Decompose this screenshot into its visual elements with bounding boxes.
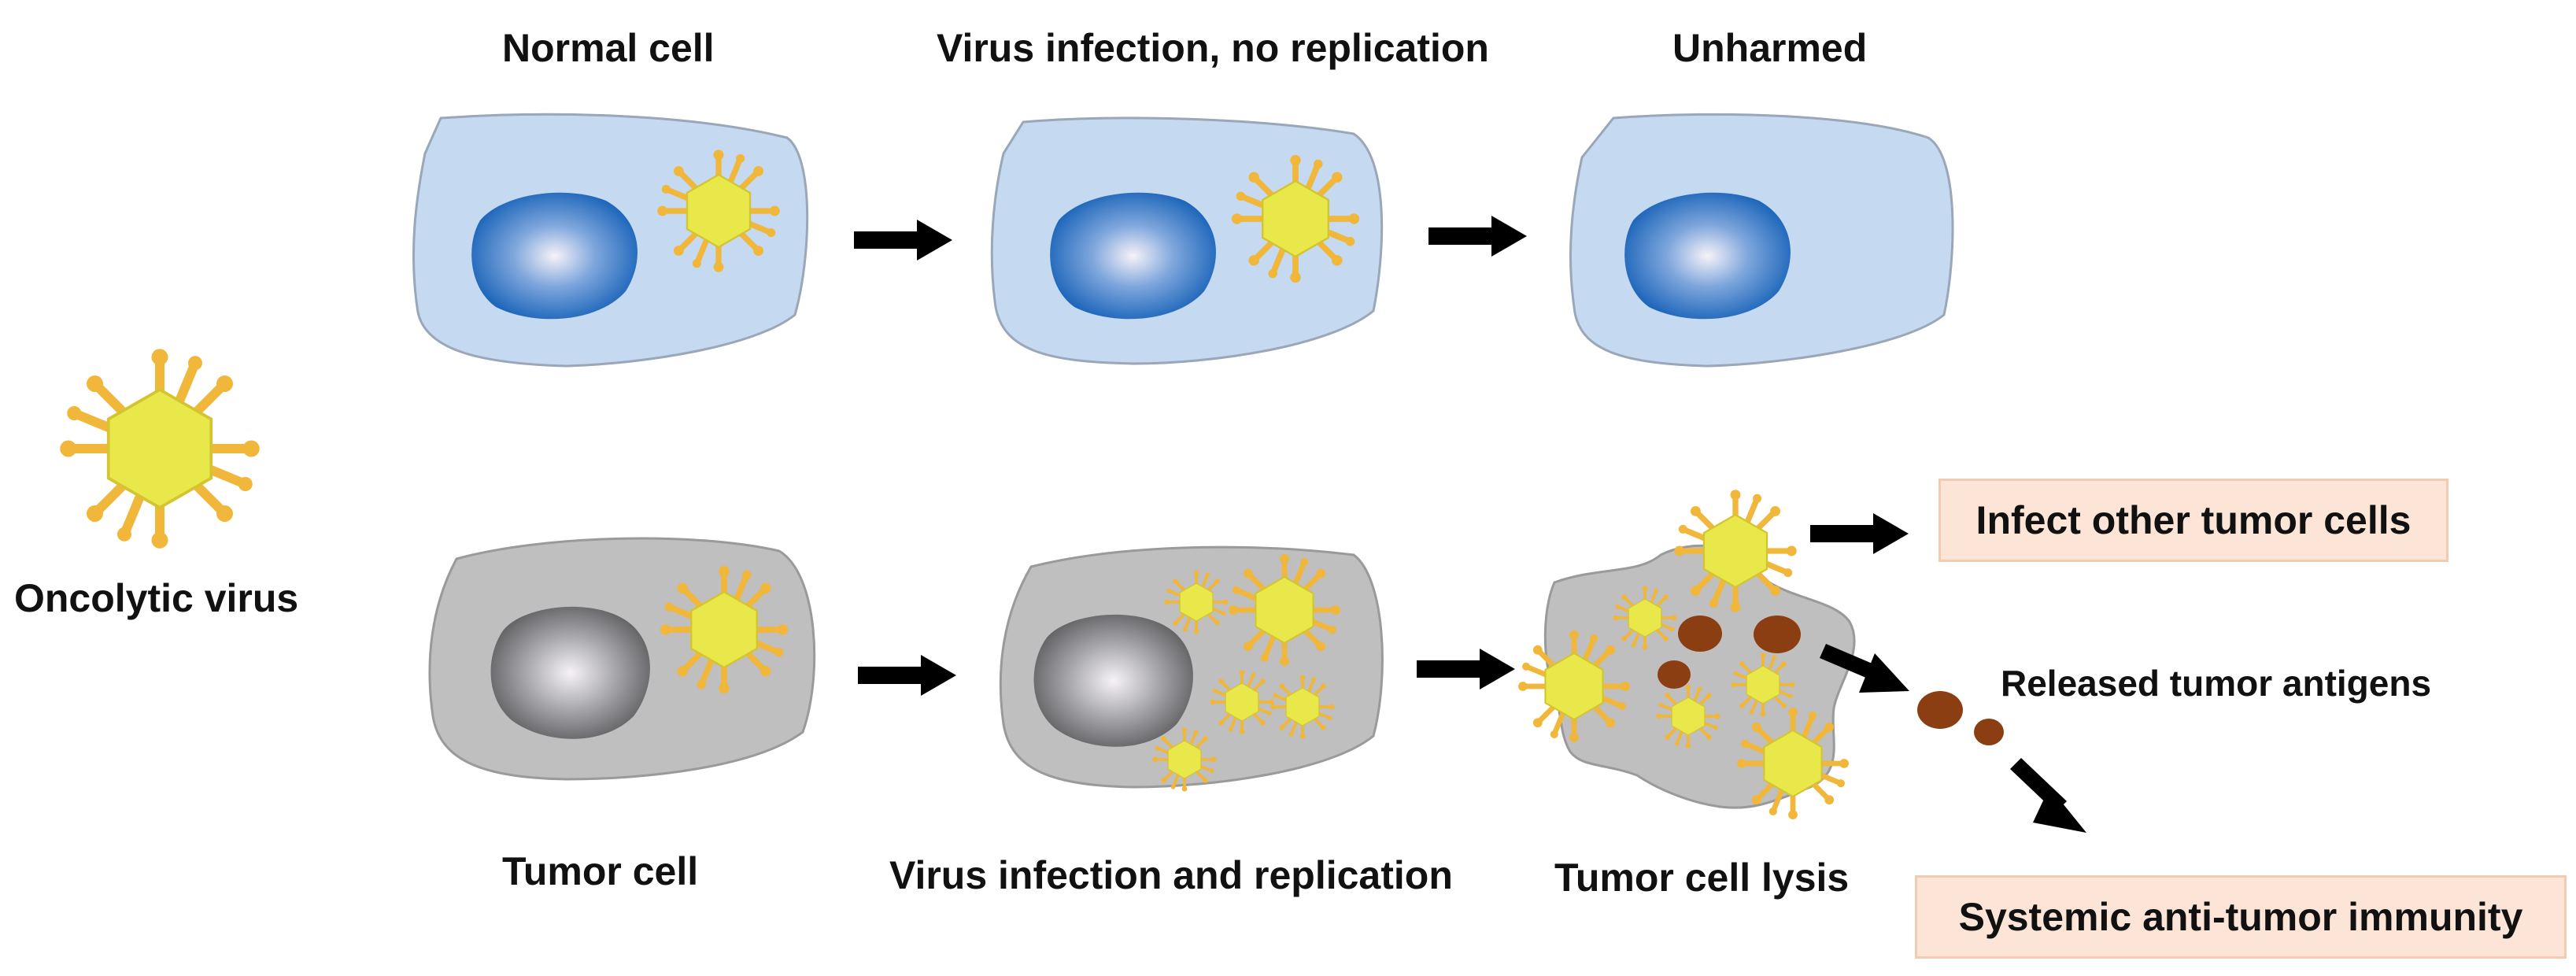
normal-cell	[412, 113, 809, 368]
tumor-cell-lysis	[1518, 490, 1854, 819]
tumor-cell	[428, 537, 816, 781]
outcome-label: Infect other tumor cells	[1975, 498, 2412, 542]
outcome-systemic-anti-tumor-immunity: Systemic anti-tumor immunity	[1915, 875, 2567, 959]
antigen-particle	[1974, 719, 2004, 745]
label-tumor-cell: Tumor cell	[502, 849, 699, 893]
arrow-icon	[1417, 649, 1515, 689]
outcome-label: Systemic anti-tumor immunity	[1958, 895, 2523, 939]
virus-icon	[1232, 155, 1359, 283]
arrow-icon	[1810, 513, 1909, 554]
nucleus-icon	[1050, 192, 1216, 320]
oncolytic-virus-icon	[60, 349, 260, 549]
virus-icon	[1270, 675, 1334, 738]
label-virus-infection-no-replication: Virus infection, no replication	[937, 26, 1489, 70]
label-normal-cell: Normal cell	[502, 26, 715, 70]
virus-icon	[1656, 684, 1720, 748]
virus-icon	[1613, 586, 1676, 649]
nucleus-icon	[471, 192, 638, 320]
antigen-particle	[1658, 660, 1691, 689]
virus-icon	[1731, 653, 1794, 716]
virus-icon	[1518, 630, 1630, 742]
virus-icon	[1164, 570, 1228, 634]
normal-cell-infected	[990, 116, 1384, 365]
nucleus-icon	[490, 606, 650, 739]
label-virus-infection-and-replication: Virus infection and replication	[889, 853, 1453, 897]
nucleus-icon	[1033, 614, 1193, 747]
arrow-icon	[1428, 216, 1527, 257]
label-oncolytic-virus: Oncolytic virus	[14, 576, 299, 620]
tumor-cell-replicating	[999, 547, 1384, 791]
nucleus-icon	[1624, 192, 1791, 320]
label-released-tumor-antigens: Released tumor antigens	[2001, 663, 2432, 704]
arrow-icon	[858, 655, 956, 696]
virus-icon	[1210, 670, 1273, 734]
antigen-particle	[1678, 616, 1722, 652]
arrow-icon	[854, 220, 952, 261]
virus-icon	[657, 150, 779, 272]
virus-icon	[660, 566, 788, 693]
virus-icon	[1737, 708, 1849, 819]
arrow-icon	[2010, 758, 2086, 833]
normal-cell-unharmed	[1569, 113, 1954, 368]
label-tumor-cell-lysis: Tumor cell lysis	[1554, 856, 1850, 900]
virus-icon	[1229, 554, 1340, 666]
virus-icon	[1674, 490, 1796, 612]
virus-icon	[1152, 727, 1216, 791]
label-unharmed: Unharmed	[1672, 26, 1868, 70]
antigen-particle	[1754, 616, 1801, 653]
arrow-icon	[1820, 644, 1909, 693]
antigen-particle	[1917, 691, 1963, 729]
outcome-infect-other-tumor-cells: Infect other tumor cells	[1938, 479, 2448, 562]
